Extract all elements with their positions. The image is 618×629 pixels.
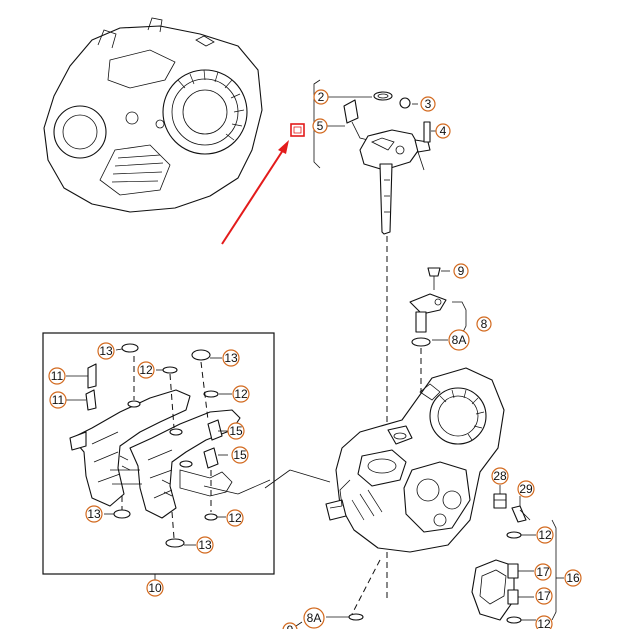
svg-text:12: 12 [228,511,242,525]
svg-text:15: 15 [233,448,247,462]
callout-28: 28 [491,467,509,485]
callout-10: 10 [146,579,164,597]
callout-15-a: 15 [227,422,245,440]
svg-text:13: 13 [224,351,238,365]
svg-text:3: 3 [425,97,432,111]
callout-11-b: 11 [49,391,67,409]
highlight-arrow [221,123,305,245]
svg-text:4: 4 [440,124,447,138]
svg-text:9: 9 [287,623,294,629]
callout-17-a: 17 [534,563,552,581]
svg-text:15: 15 [229,424,243,438]
callout-13-b: 13 [222,349,240,367]
svg-text:28: 28 [493,469,507,483]
callout-5: 5 [312,118,328,134]
callout-9: 9 [453,263,469,279]
svg-text:8: 8 [481,317,488,331]
svg-text:12: 12 [538,528,552,542]
lower-right-parts [471,485,564,624]
callout-8a-top: 8A [448,329,470,351]
svg-text:13: 13 [87,507,101,521]
svg-text:9: 9 [458,264,465,278]
callout-15-b: 15 [231,446,249,464]
callout-11-a: 11 [48,367,66,385]
shift-mechanism [313,79,437,432]
svg-text:16: 16 [566,571,580,585]
callout-13-a: 13 [97,342,115,360]
svg-text:12: 12 [139,363,153,377]
callout-12-d: 12 [536,526,554,544]
callout-12-e: 12 [535,615,553,629]
svg-text:5: 5 [317,119,324,133]
transmission-housing [264,367,505,615]
svg-text:11: 11 [51,369,64,383]
selector-assembly [409,267,467,432]
svg-text:10: 10 [148,581,162,595]
svg-text:13: 13 [198,538,212,552]
svg-text:2: 2 [318,90,325,104]
callout-2: 2 [313,89,329,105]
svg-text:11: 11 [52,393,65,407]
callout-13-d: 13 [196,536,214,554]
gearbox-housing-overview [43,17,263,213]
shift-fork-inset [42,332,275,580]
svg-text:17: 17 [537,589,551,603]
callout-17-b: 17 [535,587,553,605]
callout-29: 29 [517,480,535,498]
svg-text:29: 29 [519,482,533,496]
callout-12-a: 12 [137,361,155,379]
callout-3: 3 [420,96,436,112]
callout-12-c: 12 [226,509,244,527]
highlight-box [290,123,305,137]
callout-8a-bottom: 8A [303,607,325,629]
callout-9-bottom: 9 [282,622,298,629]
svg-text:8A: 8A [452,333,467,347]
callout-13-c: 13 [85,505,103,523]
callout-12-b: 12 [232,385,250,403]
lower-middle-parts [295,613,364,627]
svg-text:13: 13 [99,344,113,358]
svg-text:8A: 8A [307,611,322,625]
svg-text:17: 17 [536,565,550,579]
svg-text:12: 12 [537,617,551,629]
callout-16: 16 [564,569,582,587]
svg-text:12: 12 [234,387,248,401]
callout-4: 4 [435,123,451,139]
callout-8: 8 [476,316,492,332]
